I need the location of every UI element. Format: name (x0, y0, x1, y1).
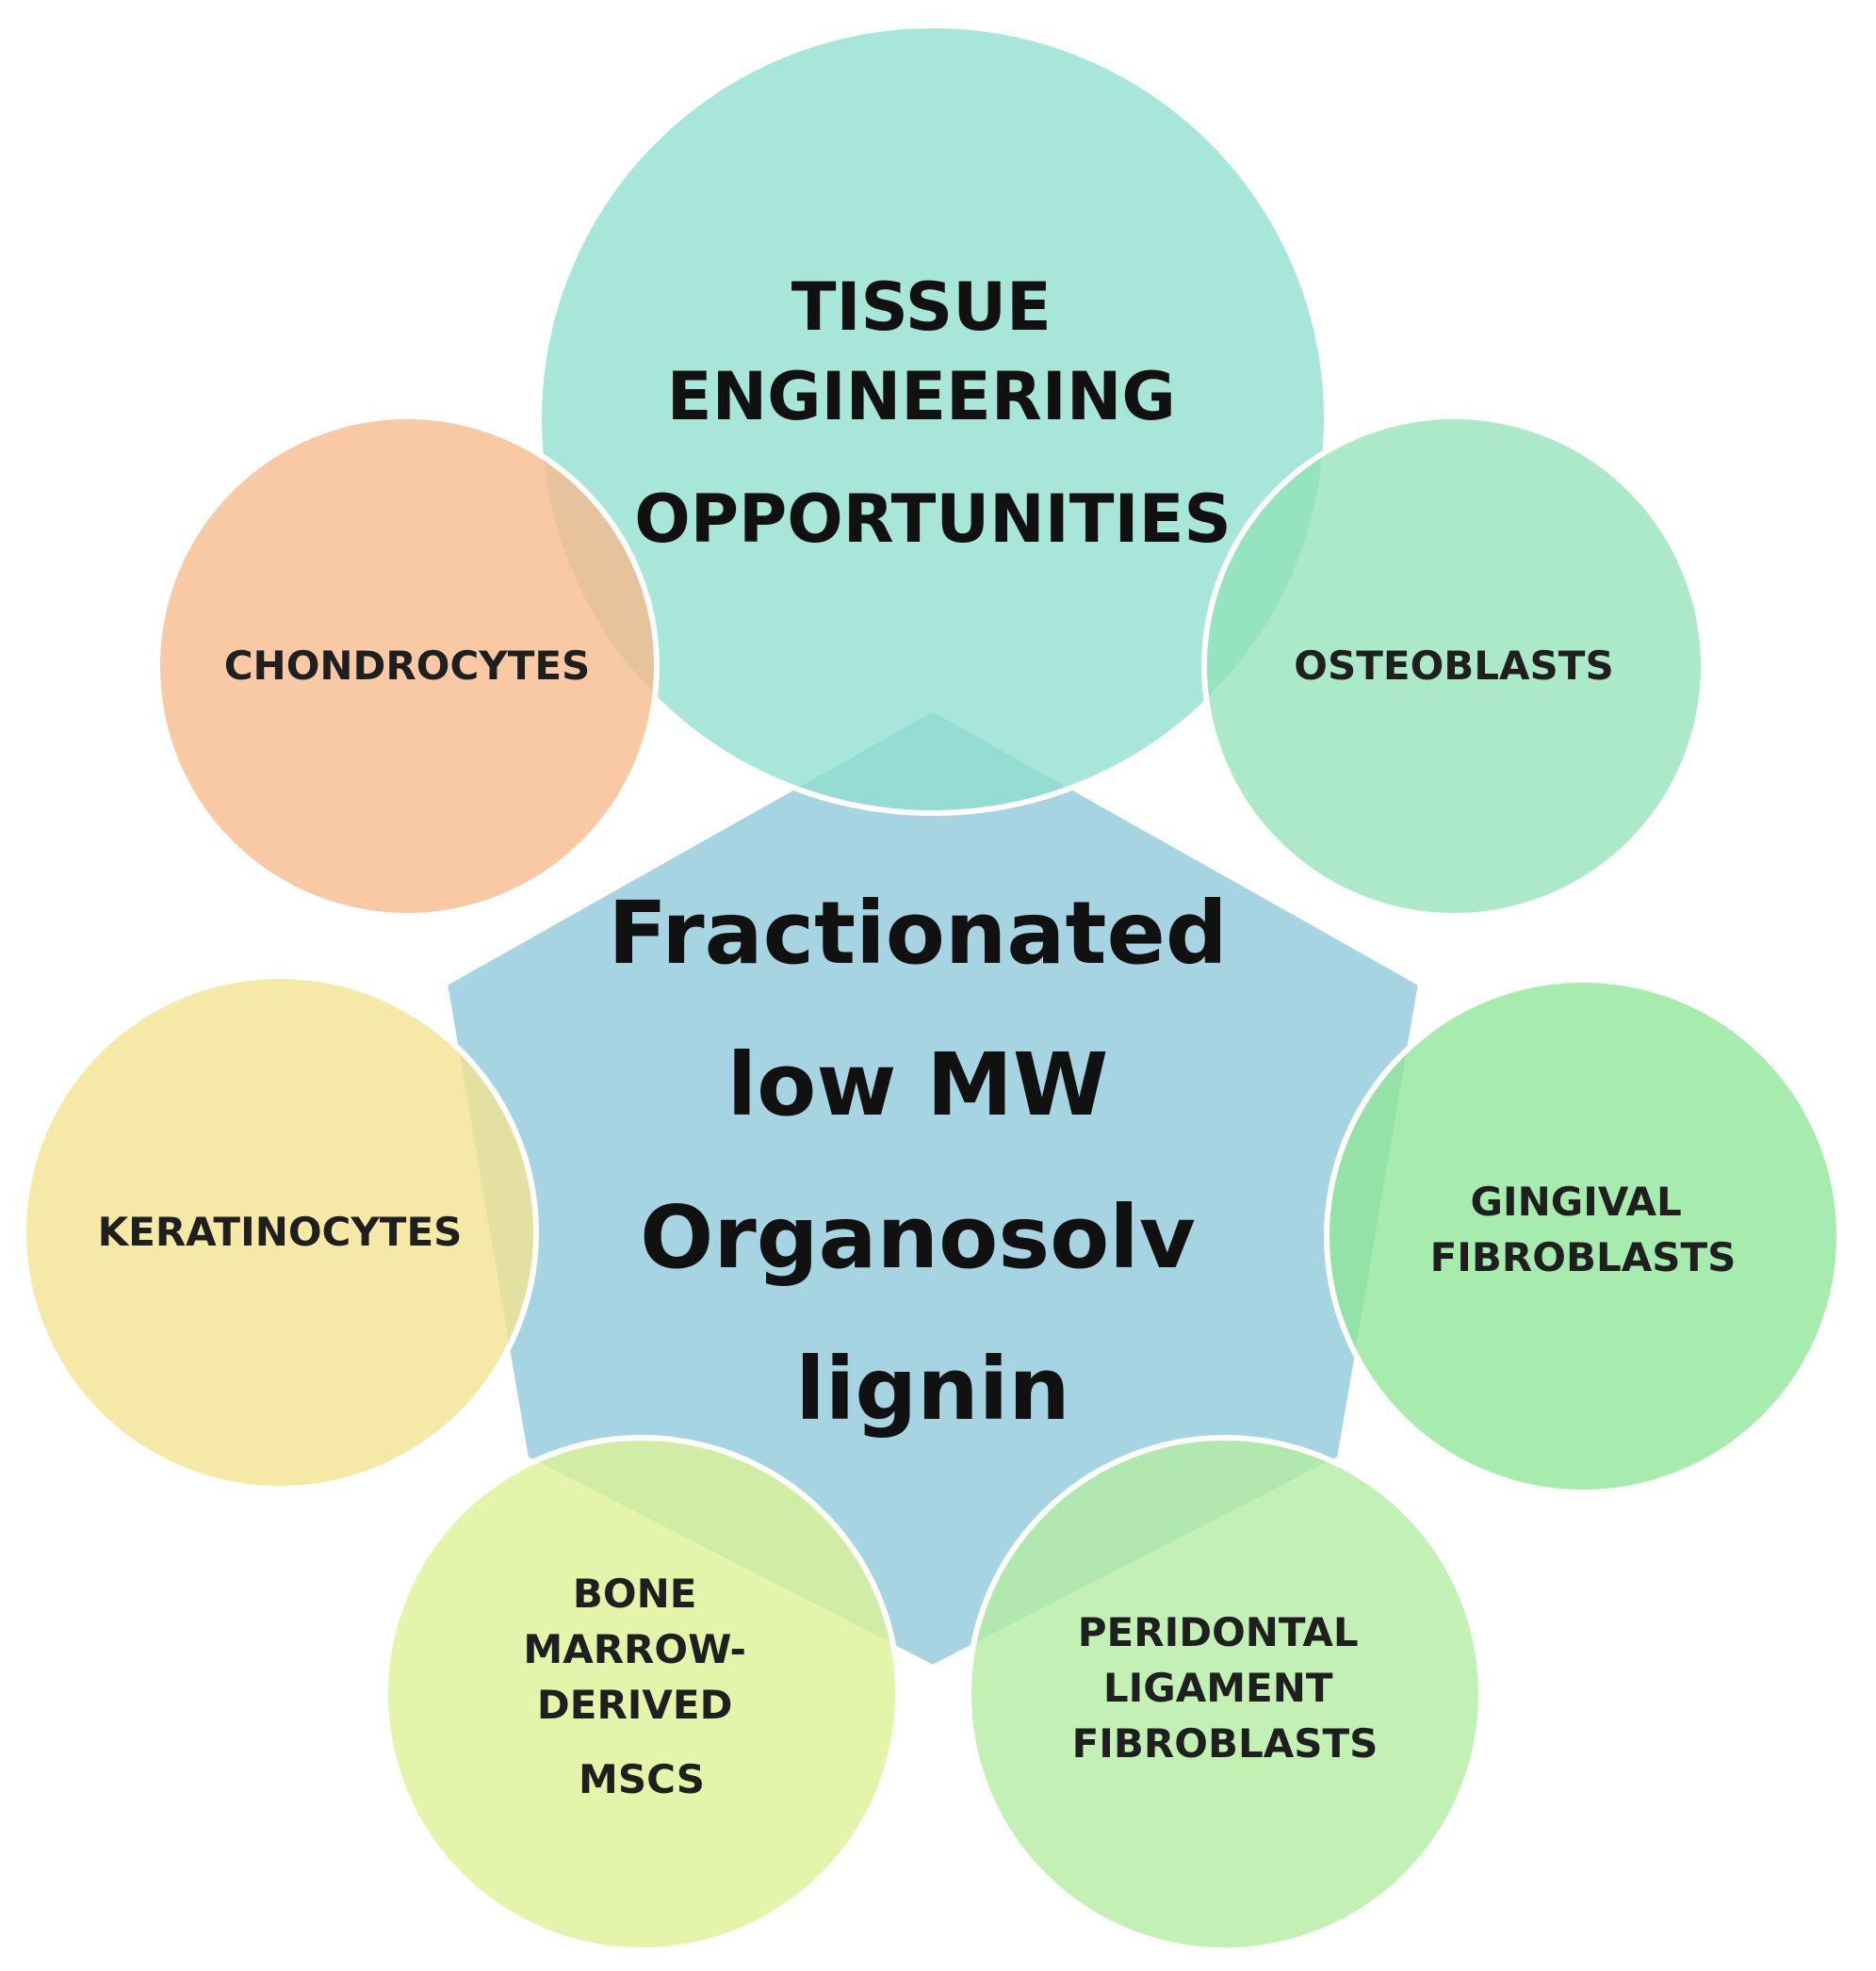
center-line-1: Fractionated (608, 883, 1227, 984)
bone-marrow-line-3: DERIVED (537, 1682, 733, 1728)
gingival-line-2: FIBROBLASTS (1430, 1234, 1737, 1280)
top-circle (536, 23, 1330, 816)
osteoblasts-label: OSTEOBLASTS (1294, 643, 1613, 689)
peridontal-circle (966, 1435, 1484, 1953)
keratinocytes-label: KERATINOCYTES (98, 1209, 463, 1255)
peridontal-line-3: FIBROBLASTS (1072, 1720, 1378, 1767)
bone-marrow-circle (383, 1435, 901, 1953)
chondrocytes-line-1: CHONDROCYTES (224, 643, 591, 689)
peridontal-label: PERIDONTAL LIGAMENT FIBROBLASTS (1072, 1609, 1378, 1767)
center-line-4: lignin (795, 1339, 1069, 1440)
osteoblasts-line-1: OSTEOBLASTS (1294, 643, 1613, 689)
peridontal-line-1: PERIDONTAL (1078, 1609, 1359, 1655)
bone-marrow-line-2: MARROW- (523, 1626, 746, 1672)
center-line-3: Organosolv (640, 1187, 1196, 1288)
center-line-2: low MW (727, 1034, 1109, 1135)
keratinocytes-line-1: KERATINOCYTES (98, 1209, 463, 1255)
bone-marrow-line-4: MSCS (579, 1756, 705, 1802)
center-label: Fractionated low MW Organosolv lignin (608, 883, 1258, 1440)
top-line-1: TISSUE (791, 269, 1052, 346)
gingival-line-1: GINGIVAL (1471, 1179, 1682, 1225)
top-line-2: ENGINEERING (667, 358, 1176, 435)
chondrocytes-circle (155, 414, 660, 919)
keratinocytes-circle (21, 973, 539, 1491)
center-heptagon (441, 705, 1425, 1671)
osteoblasts-circle (1201, 414, 1706, 919)
peridontal-line-2: LIGAMENT (1103, 1665, 1333, 1711)
bone-marrow-line-1: BONE (573, 1571, 697, 1617)
gingival-label: GINGIVAL FIBROBLASTS (1430, 1179, 1737, 1280)
bone-marrow-label: BONE MARROW- DERIVED MSCS (523, 1571, 759, 1802)
chondrocytes-label: CHONDROCYTES (224, 643, 591, 689)
top-label: TISSUE ENGINEERING OPPORTUNITIES (634, 269, 1232, 558)
top-line-3: OPPORTUNITIES (634, 481, 1232, 558)
gingival-circle (1324, 977, 1842, 1495)
